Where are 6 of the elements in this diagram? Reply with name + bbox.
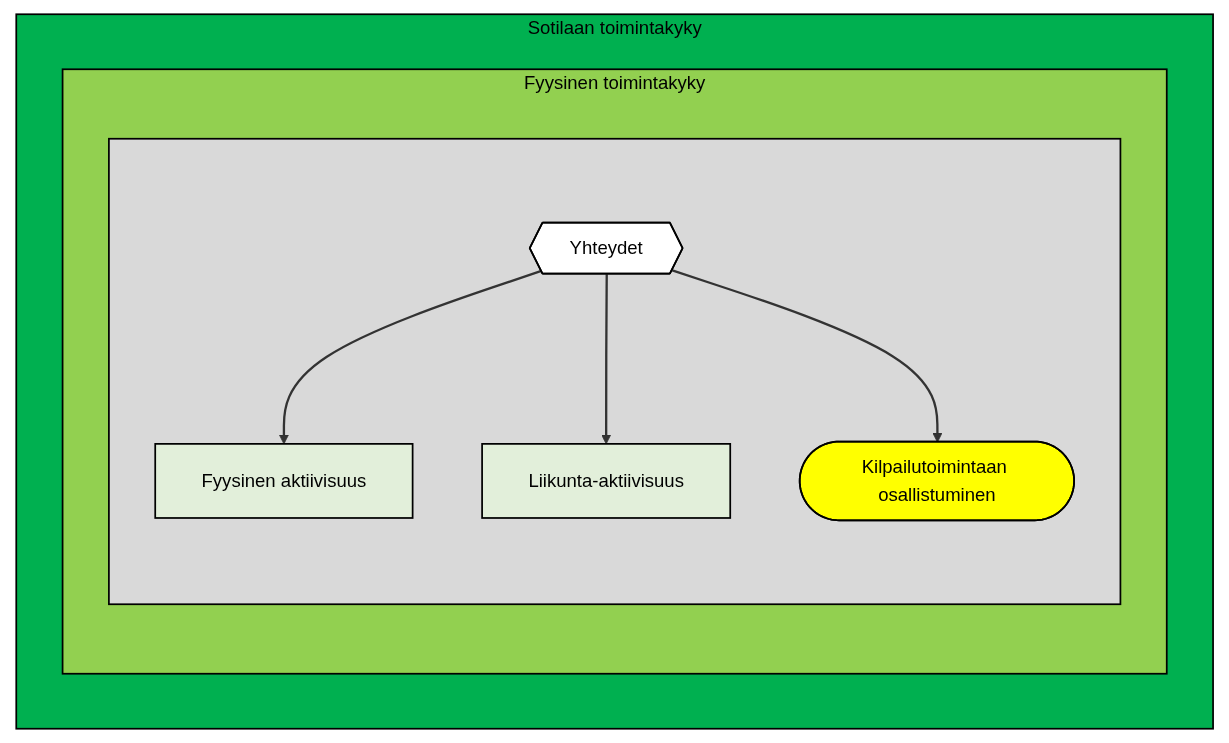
node-box: Fyysinen aktiivisuus — [154, 443, 414, 519]
arrow — [600, 274, 612, 445]
cluster — [107, 137, 1122, 606]
node-box: Liikunta-aktiivisuus — [481, 443, 731, 519]
arrow — [278, 269, 542, 445]
arrow — [671, 269, 943, 443]
